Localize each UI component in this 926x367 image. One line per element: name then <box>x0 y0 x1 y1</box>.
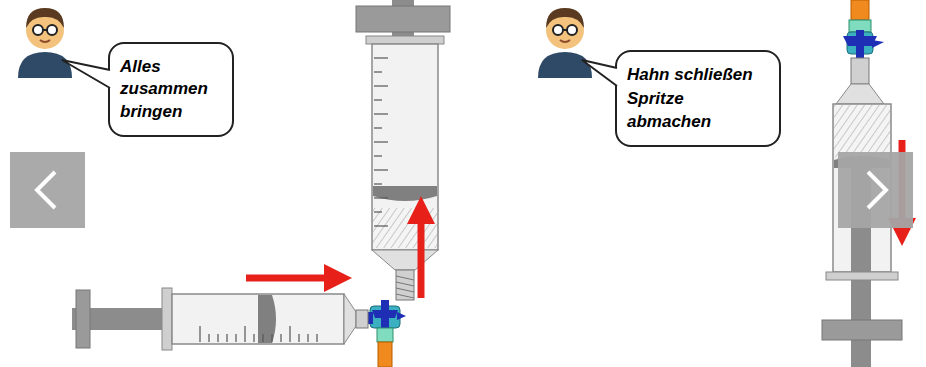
stopcock <box>365 300 406 367</box>
person-icon <box>538 8 592 78</box>
vertical-syringe <box>356 0 450 300</box>
bubble-text: Hahn schließen <box>627 64 769 86</box>
nav-button-next <box>838 152 913 228</box>
horizontal-syringe <box>72 288 368 350</box>
bubble-tail <box>60 58 114 90</box>
pull-arrow <box>418 210 425 298</box>
bubble-tail <box>580 58 621 88</box>
push-arrow <box>246 275 338 282</box>
speech-bubble: Alles zusammen bringen <box>108 42 234 137</box>
bubble-text: Alles zusammen bringen <box>120 56 222 123</box>
speech-bubble: Hahn schließenSpritze abmachen <box>615 50 781 147</box>
bubble-text: Spritze abmachen <box>627 88 769 133</box>
person-icon <box>18 8 72 78</box>
nav-button-prev <box>10 152 85 228</box>
